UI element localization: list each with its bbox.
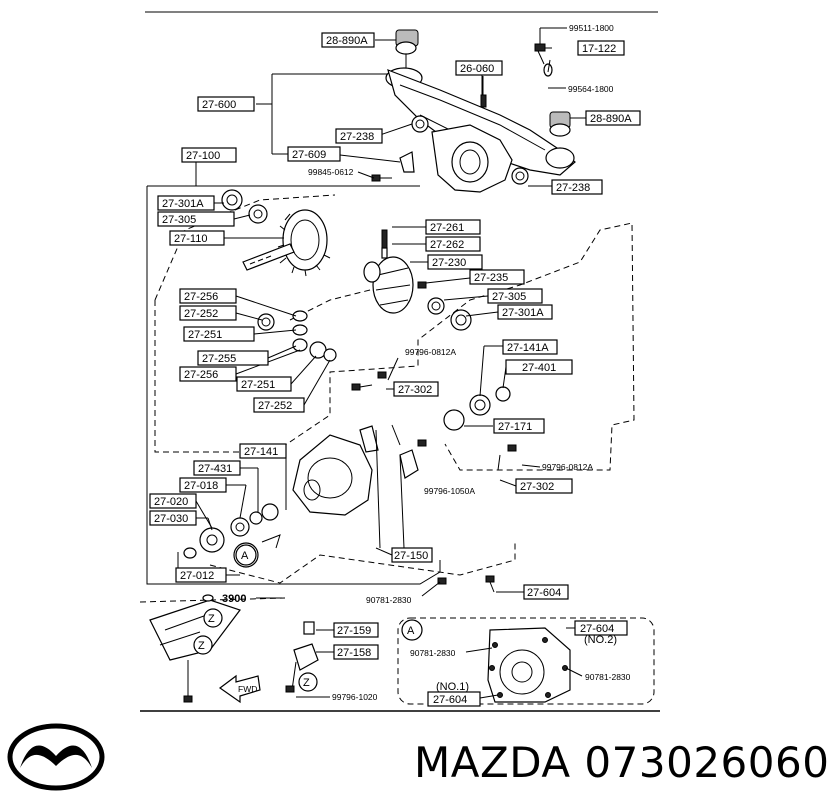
bolt-27604-shaft [489,581,495,593]
label-27-238-a: 27-238 [340,131,374,143]
label-27-301a-a: 27-301A [162,198,204,210]
label-27-141a: 27-141A [507,342,549,354]
label-27-252-b: 27-252 [258,400,292,412]
label-27-600: 27-600 [202,99,236,111]
label-circle-a: A [241,550,249,562]
part-3900 [202,594,214,602]
label-27-604-no1: 27-604 [433,694,467,706]
label-99796-0812a-a: 99796-0812A [405,347,456,357]
label-27-256-b: 27-256 [184,369,218,381]
dashed-outline-diff [154,222,635,471]
label-99796-0812a-b: 99796-0812A [542,462,593,472]
label-27-110: 27-110 [174,233,207,245]
ref-circle-a-marker [235,544,257,566]
label-27-150: 27-150 [394,550,428,562]
label-27-301a-b: 27-301A [502,307,544,319]
label-28-890a-right: 28-890A [590,113,632,125]
bolt-27604 [485,575,495,583]
assembly-boundary [146,186,441,585]
label-27-305-a: 27-305 [162,214,196,226]
label-27-230: 27-230 [432,257,466,269]
diff-case-upper [363,229,472,331]
side-gears [257,310,387,391]
label-circle-a-2: A [407,625,415,637]
label-27-012: 27-012 [180,570,214,582]
mazda-logo-icon [6,722,106,792]
label-17-122: 17-122 [582,43,616,55]
label-27-020: 27-020 [154,496,188,508]
label-27-261: 27-261 [430,222,464,234]
label-99564-1800: 99564-1800 [568,84,614,94]
label-99796-1050a: 99796-1050A [424,486,475,496]
inset-view-a: A [397,617,655,705]
label-99796-1020: 99796-1020 [332,692,378,702]
label-27-302-b: 27-302 [520,481,554,493]
label-no2: (NO.2) [584,634,617,646]
label-27-018: 27-018 [184,480,218,492]
label-27-252-a: 27-252 [184,308,218,320]
label-no1: (NO.1) [436,681,469,693]
lower-left-frame: Z Z FWD [139,597,286,704]
label-90781-2830-c: 90781-2830 [585,672,631,682]
label-3900: 3900 [222,593,246,605]
label-27-604-a: 27-604 [527,587,561,599]
label-27-251-a: 27-251 [188,329,222,341]
label-99511-1800: 99511-1800 [569,23,614,33]
label-27-100: 27-100 [186,150,220,162]
label-27-609: 27-609 [292,149,326,161]
differential-exploded-diagram: A Z Z FWD Z A [139,11,660,712]
label-27-256-a: 27-256 [184,291,218,303]
label-z-1: Z [208,613,215,625]
dashed-outline-bottom [209,540,516,584]
bracket-27-158: Z [285,621,319,693]
label-27-302-a: 27-302 [398,384,432,396]
label-27-255: 27-255 [202,353,236,365]
label-27-158: 27-158 [337,647,371,659]
label-27-030: 27-030 [154,513,188,525]
label-27-401: 27-401 [522,362,556,374]
label-z-3: Z [303,677,310,689]
label-fwd: FWD [238,684,257,694]
label-27-431: 27-431 [198,463,232,475]
brand-part-number: MAZDA 073026060 [414,738,829,787]
label-90781-2830-b: 90781-2830 [410,648,456,658]
ring-gear-pinion [221,189,331,277]
crossmember-mount [371,29,576,193]
label-27-141: 27-141 [244,446,278,458]
label-28-890a-top: 28-890A [326,35,368,47]
label-z-2: Z [198,640,205,652]
label-99845-0612: 99845-0612 [308,167,354,177]
label-27-251-b: 27-251 [241,379,275,391]
output-flange-right [443,386,517,471]
bolt-90781 [437,577,447,585]
label-27-171: 27-171 [498,421,532,433]
label-26-060: 26-060 [460,63,494,75]
dashed-outline-top [154,194,336,301]
label-27-238-b: 27-238 [556,182,590,194]
label-27-262: 27-262 [430,239,464,251]
label-90781-2830-a: 90781-2830 [366,595,412,605]
label-27-235: 27-235 [474,272,508,284]
part-labels: 28-890A 26-060 99511-1800 17-122 99564-1… [149,23,641,707]
label-27-604-no2: 27-604 [580,623,614,635]
diff-housing-lower [183,424,427,568]
label-27-305-b: 27-305 [492,291,526,303]
label-27-159: 27-159 [337,625,371,637]
